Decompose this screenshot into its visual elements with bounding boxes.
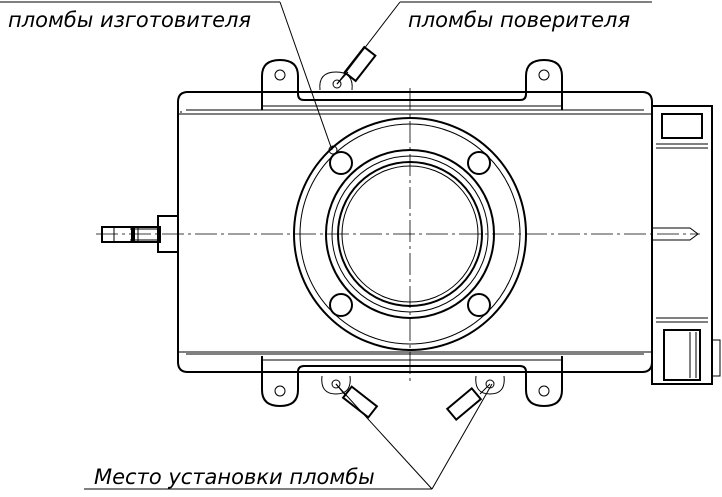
manufacturer-seal-hole [328, 145, 338, 155]
counter-pointer [652, 227, 699, 241]
flange-bolt-hole-bl [329, 293, 353, 317]
body-outline [177, 91, 653, 373]
flange-outer-circle [293, 117, 527, 351]
seal-hole-bottom-right [485, 379, 495, 389]
shaft-end-left [101, 226, 133, 243]
flange-bolt-hole-br [467, 293, 491, 317]
top-right-mount-hole [538, 69, 550, 81]
flange-bolt-hole-tl [329, 151, 353, 175]
counter-head [651, 105, 721, 385]
verifier-seal-top [319, 45, 377, 91]
seal-tag-bottom-left [341, 385, 379, 419]
label-seal-location: Место установки пломбы [94, 465, 375, 489]
label-manufacturer-seals-group: пломбы изготовителя [0, 1, 333, 151]
bottom-flange-outline [261, 356, 563, 408]
flange-bore-1 [331, 155, 489, 313]
seal-tag-bottom-right [445, 386, 483, 422]
counter-connector [663, 329, 701, 381]
meter-body [177, 91, 653, 373]
flange-outer-circle-2 [299, 123, 521, 345]
top-flange [261, 58, 563, 110]
counter-window [661, 113, 703, 139]
seal-bottom-left [321, 375, 379, 419]
leader-manufacturer-seal [279, 1, 333, 151]
counter-housing [651, 105, 713, 385]
label-verifier-seals-group: пломбы поверителя [336, 1, 652, 85]
leader-seal-location-left [335, 383, 433, 490]
seal-tag-top [343, 45, 377, 83]
flange-inner-ring [325, 149, 495, 319]
seal-wire-top [336, 71, 349, 85]
top-left-mount-hole [274, 69, 286, 81]
left-shaft [101, 215, 179, 253]
label-seal-location-group: Место установки пломбы [84, 383, 493, 490]
seal-hole-top [332, 79, 342, 89]
connector-side [711, 339, 721, 377]
seal-bottom-right [445, 375, 505, 422]
seal-arc-bottom-right [475, 375, 505, 395]
seal-arc-bottom-left [321, 375, 351, 395]
bottom-left-mount-hole [274, 385, 286, 397]
seal-hole-bottom-left [331, 379, 341, 389]
seal-arc-top [319, 71, 353, 91]
seal-wire-bottom-right [479, 383, 491, 395]
seal-wire-bottom-left [335, 383, 347, 397]
flange-bore-3 [341, 165, 479, 303]
top-flange-outline [261, 58, 563, 110]
flange-bolt-hole-tr [467, 151, 491, 175]
bottom-right-mount-hole [538, 385, 550, 397]
leader-verifier-seal [336, 1, 401, 85]
bottom-flange [261, 356, 563, 408]
label-verifier-seals: пломбы поверителя [408, 8, 630, 32]
label-manufacturer-seals: пломбы изготовителя [8, 8, 251, 32]
leader-seal-location-right [431, 383, 493, 490]
shaft-boss [157, 215, 179, 253]
shaft-end-right [133, 226, 161, 243]
central-flange [293, 117, 527, 351]
flange-bore-2 [337, 161, 483, 307]
